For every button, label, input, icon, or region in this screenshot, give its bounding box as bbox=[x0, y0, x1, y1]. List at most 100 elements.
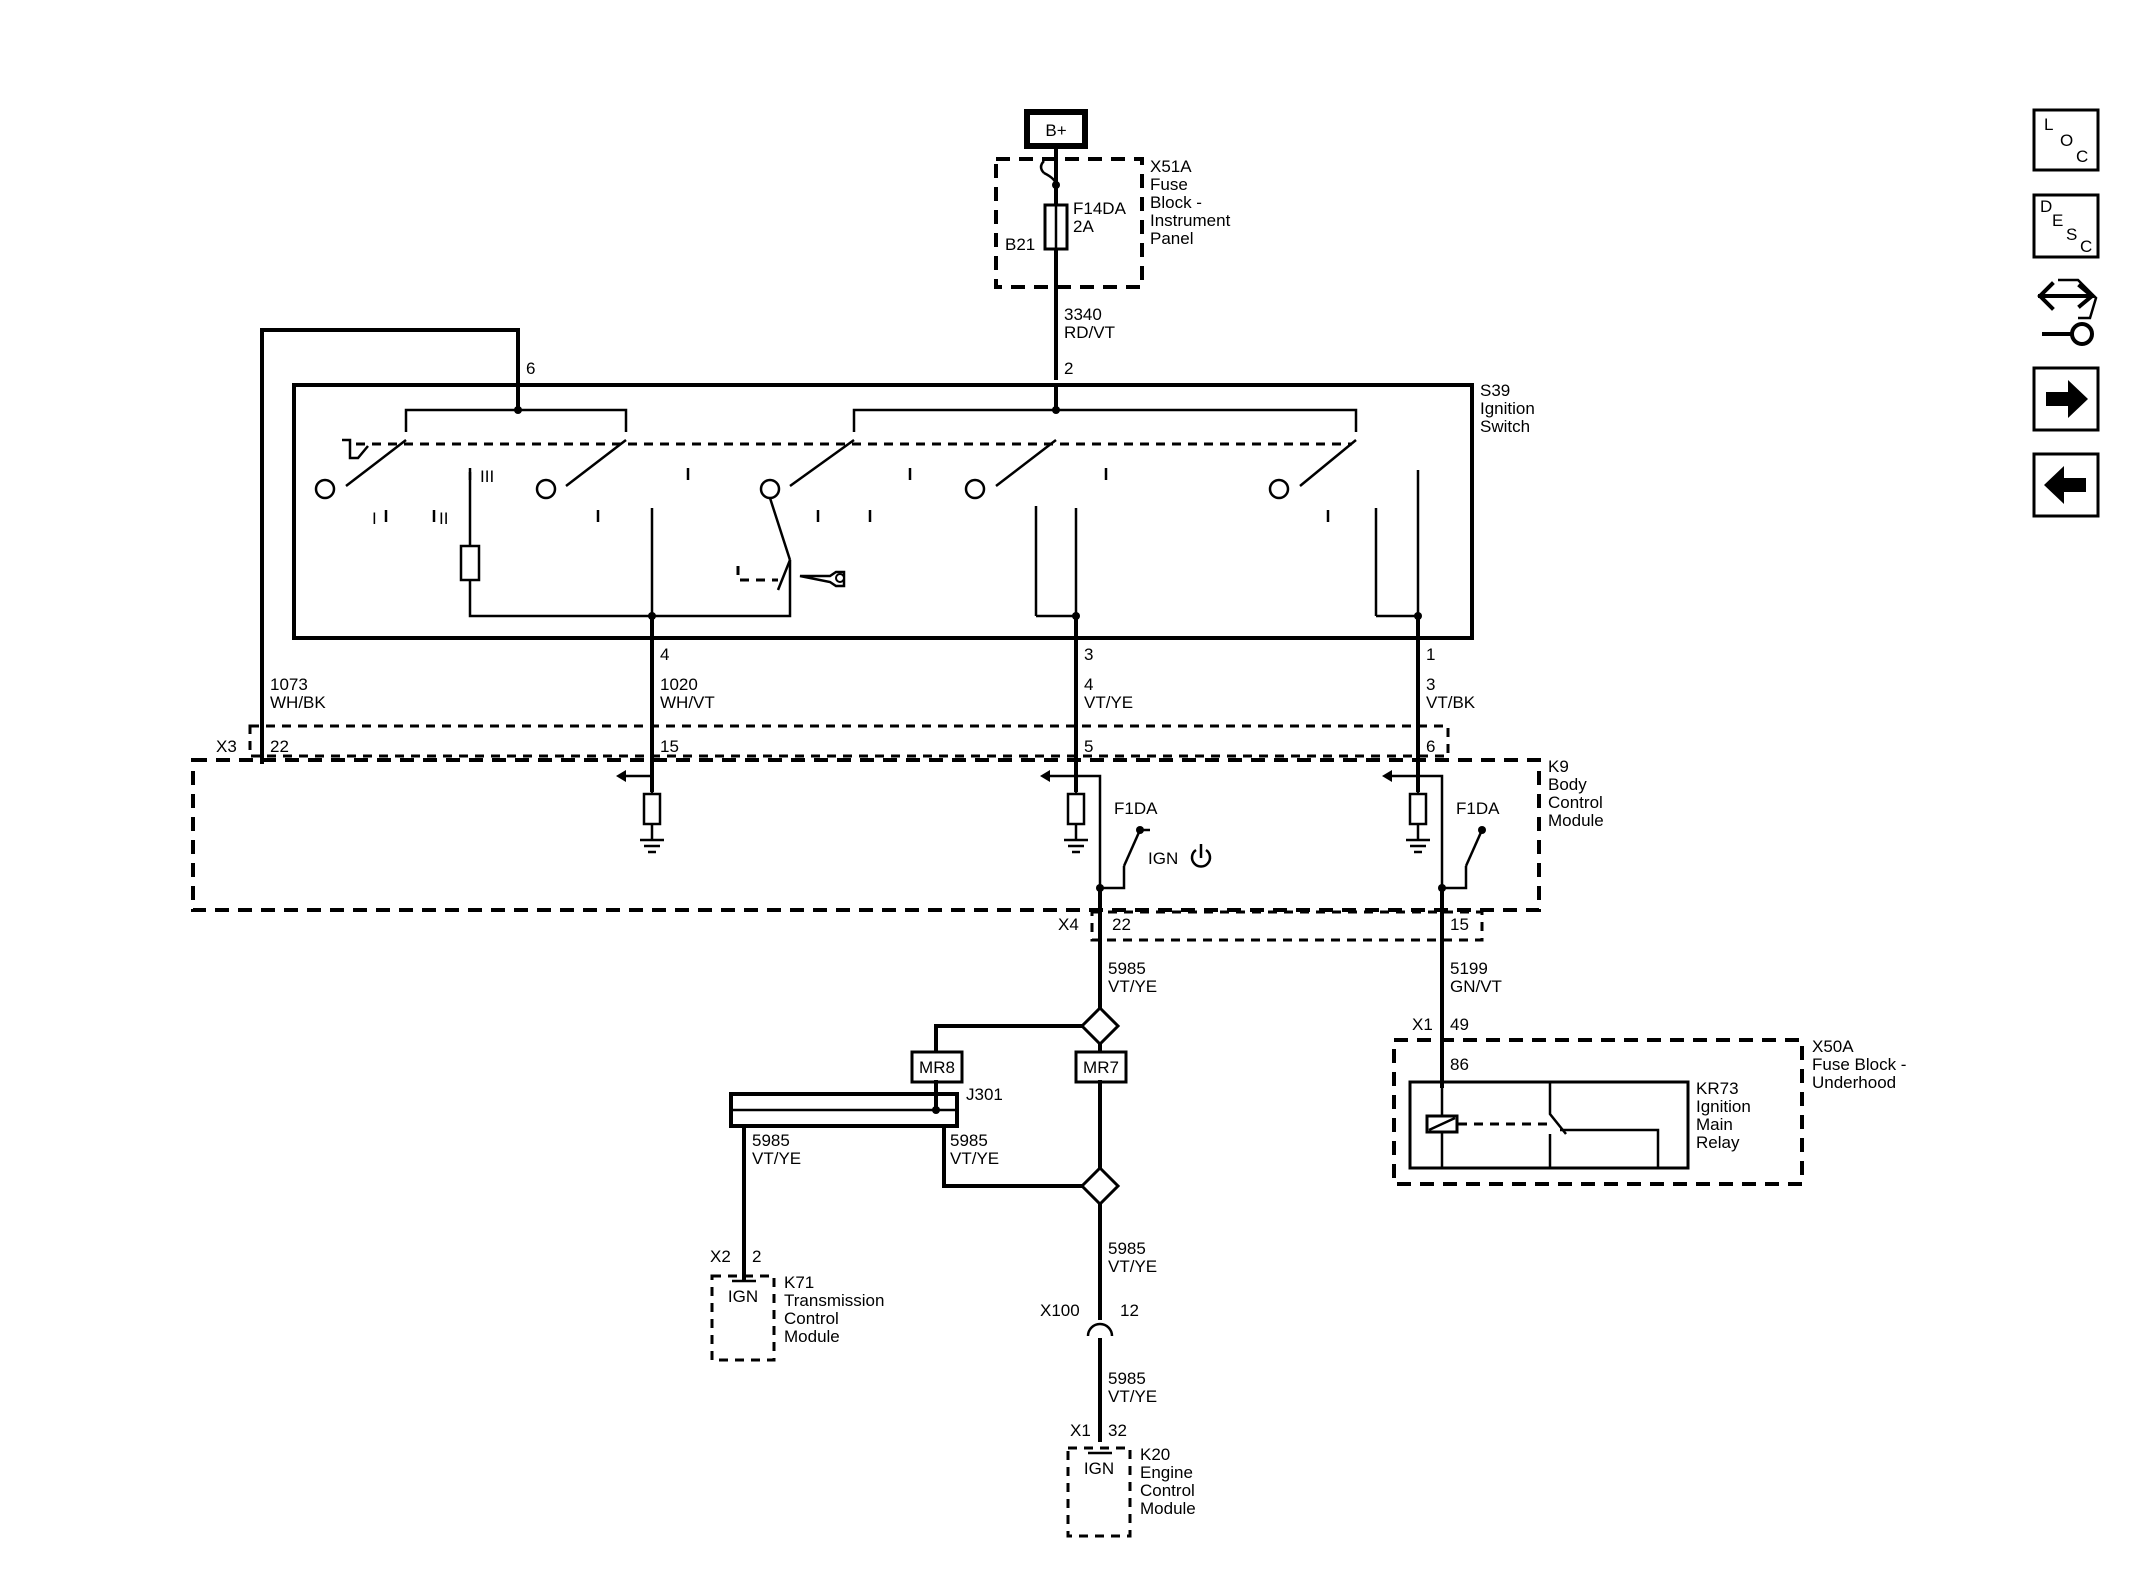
wire-5199-color: GN/VT bbox=[1450, 977, 1502, 996]
wire-5985-e-color: VT/YE bbox=[1108, 1387, 1157, 1406]
relay-line1: Ignition bbox=[1696, 1097, 1751, 1116]
battery-label: B+ bbox=[1045, 121, 1066, 140]
bcm-x4: X4 bbox=[1058, 915, 1079, 934]
wire-5985-b-color: VT/YE bbox=[752, 1149, 801, 1168]
loc-letter-c: C bbox=[2076, 147, 2088, 166]
wire-5985-d-color: VT/YE bbox=[1108, 1257, 1157, 1276]
ecm-conn: X1 bbox=[1070, 1421, 1091, 1440]
wire-5985-a-color: VT/YE bbox=[1108, 977, 1157, 996]
desc-button[interactable]: D E S C bbox=[2032, 193, 2100, 259]
s39-pin-6: 6 bbox=[526, 359, 535, 378]
power-icon bbox=[1190, 844, 1212, 868]
s39-pin-b3: 1 bbox=[1426, 645, 1435, 664]
ecm-line2: Control bbox=[1140, 1481, 1195, 1500]
ecm-pin: 32 bbox=[1108, 1421, 1127, 1440]
s39-line1: Ignition bbox=[1480, 399, 1535, 418]
wire-3340-color: RD/VT bbox=[1064, 323, 1115, 342]
x51a-line3: Instrument bbox=[1150, 211, 1231, 230]
bcm-x3-pin-6: 6 bbox=[1426, 737, 1435, 756]
s39-line2: Switch bbox=[1480, 417, 1530, 436]
bcm-id: K9 bbox=[1548, 757, 1569, 776]
arrow-right-icon[interactable] bbox=[2032, 366, 2100, 432]
s39-pin-b1: 4 bbox=[660, 645, 669, 664]
ecm-ign: IGN bbox=[1084, 1459, 1114, 1478]
wire-5199-num: 5199 bbox=[1450, 959, 1488, 978]
wire-vtye-color: VT/YE bbox=[1084, 693, 1133, 712]
fuse-block-underhood: X1 49 X50A Fuse Block - Underhood 86 KR7… bbox=[1392, 1015, 1906, 1186]
relay-pin-86: 86 bbox=[1450, 1055, 1469, 1074]
bcm-line2: Control bbox=[1548, 793, 1603, 812]
ignition-switch: 2 6 S39 Ignition Switch bbox=[260, 328, 1535, 764]
wire-vtye-num: 4 bbox=[1084, 675, 1093, 694]
x51a-line1: Fuse bbox=[1150, 175, 1188, 194]
wire-5985-a-num: 5985 bbox=[1108, 959, 1146, 978]
transmission-control-module: X2 2 IGN K71 Transmission Control Module bbox=[710, 1247, 884, 1362]
x50a-line1: Fuse Block - bbox=[1812, 1055, 1906, 1074]
x51a-line4: Panel bbox=[1150, 229, 1193, 248]
fuse-block-instrument-panel: F14DA 2A B21 X51A Fuse Block - Instrumen… bbox=[994, 144, 1231, 380]
relay-line3: Relay bbox=[1696, 1133, 1740, 1152]
relay-line2: Main bbox=[1696, 1115, 1733, 1134]
fuse-rating: 2A bbox=[1073, 217, 1094, 236]
ecm-id: K20 bbox=[1140, 1445, 1170, 1464]
desc-letter-d: D bbox=[2040, 197, 2052, 216]
inline-connector-x100: X100 12 bbox=[1040, 1301, 1139, 1442]
battery-b-plus: B+ bbox=[1024, 109, 1088, 149]
s39-pin-2: 2 bbox=[1064, 359, 1073, 378]
bcm-x4-pin-15: 15 bbox=[1450, 915, 1469, 934]
bcm-x3-pin-15: 15 bbox=[660, 737, 679, 756]
wire-1073-color: WH/BK bbox=[270, 693, 326, 712]
splice-network: MR8 MR7 J301 bbox=[729, 1005, 1128, 1320]
x51a-id: X51A bbox=[1150, 157, 1192, 176]
x50a-id: X50A bbox=[1812, 1037, 1854, 1056]
bcm-line1: Body bbox=[1548, 775, 1587, 794]
ecm-line1: Engine bbox=[1140, 1463, 1193, 1482]
x51a-line2: Block - bbox=[1150, 193, 1202, 212]
ecm-line3: Module bbox=[1140, 1499, 1196, 1518]
tools-icon[interactable] bbox=[2037, 278, 2098, 346]
desc-letter-c: C bbox=[2080, 237, 2092, 256]
tcm-line3: Module bbox=[784, 1327, 840, 1346]
fuse-cavity: B21 bbox=[1005, 235, 1035, 254]
bcm-line3: Module bbox=[1548, 811, 1604, 830]
fuse-f14da: F14DA bbox=[1073, 199, 1127, 218]
wire-5985-c-color: VT/YE bbox=[950, 1149, 999, 1168]
tcm-line2: Control bbox=[784, 1309, 839, 1328]
splice-j301: J301 bbox=[966, 1085, 1003, 1104]
wire-5985-c-num: 5985 bbox=[950, 1131, 988, 1150]
tcm-ign: IGN bbox=[728, 1287, 758, 1306]
s39-pos-III: III bbox=[480, 467, 494, 486]
wire-1020-color: WH/VT bbox=[660, 693, 715, 712]
tcm-id: K71 bbox=[784, 1273, 814, 1292]
arrow-left-icon[interactable] bbox=[2032, 452, 2100, 518]
tcm-conn: X2 bbox=[710, 1247, 731, 1266]
tcm-pin: 2 bbox=[752, 1247, 761, 1266]
wire-vtbk-color: VT/BK bbox=[1426, 693, 1476, 712]
wire-5985-e-num: 5985 bbox=[1108, 1369, 1146, 1388]
s39-pin-b2: 3 bbox=[1084, 645, 1093, 664]
s39-id: S39 bbox=[1480, 381, 1510, 400]
bcm-x4-pin-22: 22 bbox=[1112, 915, 1131, 934]
wire-vtbk-num: 3 bbox=[1426, 675, 1435, 694]
desc-letter-s: S bbox=[2066, 225, 2077, 244]
s39-pos-II: II bbox=[439, 509, 448, 528]
x100-conn: X100 bbox=[1040, 1301, 1080, 1320]
wire-3340-num: 3340 bbox=[1064, 305, 1102, 324]
x50a-line2: Underhood bbox=[1812, 1073, 1896, 1092]
bcm-x3-pin-5: 5 bbox=[1084, 737, 1093, 756]
bcm-ign: IGN bbox=[1148, 849, 1178, 868]
s39-pos-I: I bbox=[372, 509, 377, 528]
relay-id: KR73 bbox=[1696, 1079, 1739, 1098]
bcm-fuse-b: F1DA bbox=[1456, 799, 1500, 818]
x50a-conn: X1 bbox=[1412, 1015, 1433, 1034]
loc-letter-o: O bbox=[2060, 131, 2073, 150]
loc-button[interactable]: L O C bbox=[2032, 108, 2100, 172]
loc-letter-l: L bbox=[2044, 115, 2053, 134]
x50a-pin: 49 bbox=[1450, 1015, 1469, 1034]
desc-letter-e: E bbox=[2052, 211, 2063, 230]
wire-1020-num: 1020 bbox=[660, 675, 698, 694]
engine-control-module: X1 32 IGN K20 Engine Control Module bbox=[1066, 1421, 1196, 1538]
bcm-x3-pin-22: 22 bbox=[270, 737, 289, 756]
wire-5985-b-num: 5985 bbox=[752, 1131, 790, 1150]
